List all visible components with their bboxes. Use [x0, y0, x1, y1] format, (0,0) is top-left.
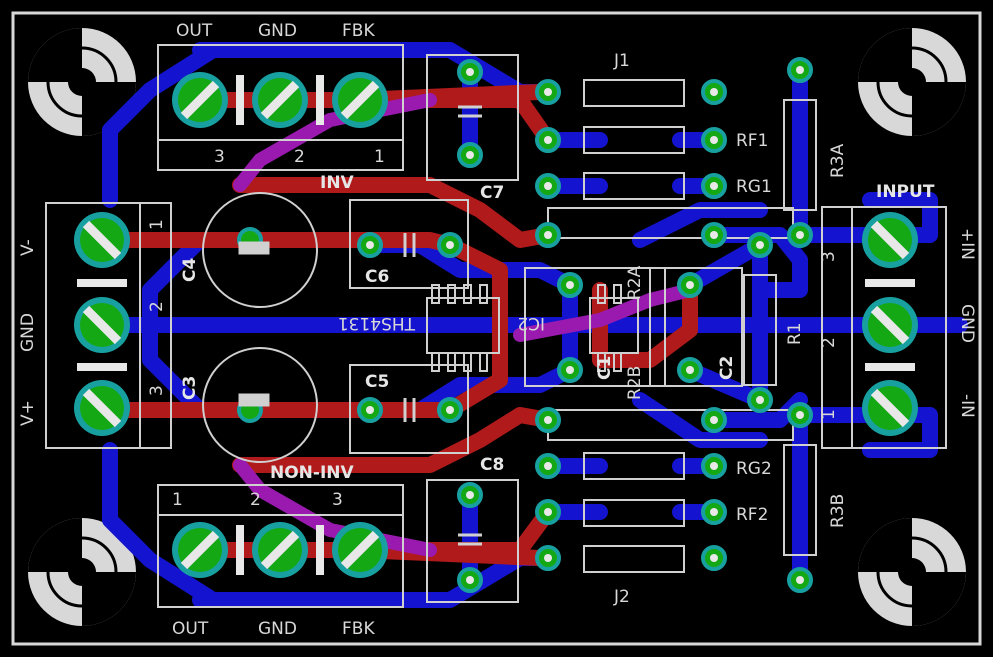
- label-j1: J1: [613, 51, 630, 71]
- bottom-pin-number-3: 3: [332, 490, 343, 510]
- drill-holes: [366, 66, 804, 584]
- label-j2: J2: [613, 587, 630, 607]
- bottom-net-label: NON-INV: [270, 463, 355, 483]
- label-rf2: RF2: [736, 505, 768, 525]
- left-pin-label-3: V+: [18, 400, 38, 426]
- board-outline: [11, 11, 982, 646]
- label-c4: C4: [180, 258, 200, 282]
- mounting-hole-bottom-left: [28, 518, 136, 626]
- right-pin-label-1: +IN: [957, 228, 977, 260]
- label-c3: C3: [180, 376, 200, 400]
- label-rg1: RG1: [736, 177, 772, 197]
- label-ic2: IC2: [517, 313, 545, 333]
- label-c1: C1: [595, 356, 615, 380]
- left-pin-number-1: 1: [147, 219, 167, 230]
- right-pin-label-3: -IN: [957, 394, 977, 418]
- bottom-pin-number-1: 1: [172, 490, 183, 510]
- label-r3a: R3A: [828, 143, 848, 178]
- label-c5: C5: [365, 372, 389, 392]
- top-pin-number-3: 1: [374, 147, 385, 167]
- top-pin-number-2: 2: [294, 147, 305, 167]
- label-c2: C2: [717, 356, 737, 380]
- label-r2a: R2A: [625, 265, 645, 300]
- top-pin-label-1: OUT: [176, 21, 213, 41]
- label-ic: THS4131: [338, 313, 416, 333]
- bottom-pin-label-1: OUT: [172, 619, 209, 639]
- bottom-pin-label-2: GND: [258, 619, 297, 639]
- right-pin-number-3: 3: [819, 251, 839, 262]
- right-connector-title: INPUT: [876, 182, 935, 202]
- terminal-pads: [74, 72, 918, 578]
- label-r1: R1: [785, 322, 805, 345]
- left-pin-number-3: 3: [147, 385, 167, 396]
- connector-outlines: [45, 44, 947, 608]
- capacitor-symbols: [238, 105, 482, 546]
- top-net-label: INV: [320, 173, 355, 193]
- left-pin-label-2: GND: [18, 313, 38, 352]
- left-pin-number-2: 2: [147, 301, 167, 312]
- label-c6: C6: [365, 267, 389, 287]
- right-pin-number-2: 2: [819, 337, 839, 348]
- label-c8: C8: [480, 455, 504, 475]
- bottom-pin-number-2: 2: [250, 490, 261, 510]
- label-c7: C7: [480, 183, 504, 203]
- label-r2b: R2B: [625, 366, 645, 400]
- mounting-hole-top-right: [858, 28, 966, 136]
- label-rg2: RG2: [736, 459, 772, 479]
- bottom-pin-label-3: FBK: [342, 619, 375, 639]
- top-pin-label-3: FBK: [342, 21, 375, 41]
- mounting-hole-bottom-right: [858, 518, 966, 626]
- left-pin-label-1: V-: [18, 239, 38, 256]
- right-pin-label-2: GND: [957, 304, 977, 343]
- top-pin-label-2: GND: [258, 21, 297, 41]
- silkscreen-labels: OUT GND FBK 3 2 1 INV OUT GND FBK 1 2 3 …: [18, 21, 977, 639]
- mounting-hole-top-left: [28, 28, 136, 136]
- ic-pads: [431, 284, 622, 372]
- terminal-separators: [77, 75, 915, 575]
- label-rf1: RF1: [736, 131, 768, 151]
- label-r3b: R3B: [828, 494, 848, 528]
- right-pin-number-1: 1: [819, 409, 839, 420]
- top-pin-number-1: 3: [214, 147, 225, 167]
